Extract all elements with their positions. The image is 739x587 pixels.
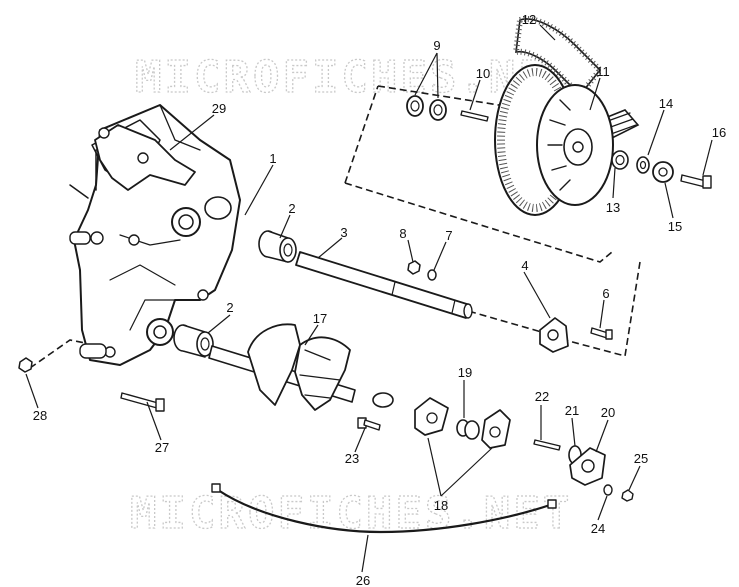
washer-9b	[429, 99, 447, 121]
callout-11: 11	[596, 64, 610, 79]
bearing-flange-4	[539, 317, 569, 353]
drive-shaft	[295, 251, 473, 319]
washer-14	[636, 156, 650, 174]
callout-4: 4	[521, 258, 528, 273]
nut-8	[407, 260, 421, 275]
callout-27: 27	[155, 440, 169, 455]
washer-15	[652, 161, 674, 183]
callout-3: 3	[340, 225, 347, 240]
bearing-lower	[173, 324, 214, 358]
nut-28	[18, 357, 33, 373]
callout-12: 12	[522, 12, 536, 27]
flange-18b	[481, 409, 511, 449]
bearing-upper	[258, 230, 297, 263]
callout-13: 13	[606, 200, 620, 215]
flange-18a	[414, 397, 449, 436]
key-22	[533, 439, 561, 451]
leader-lines	[25, 24, 713, 573]
callout-25: 25	[634, 451, 648, 466]
callout-7: 7	[445, 228, 452, 243]
callout-19: 19	[458, 365, 472, 380]
callout-8: 8	[399, 226, 406, 241]
callout-23: 23	[345, 451, 359, 466]
bolt-23	[357, 417, 381, 431]
callout-18: 18	[434, 498, 448, 513]
callout-15: 15	[668, 219, 682, 234]
callout-29: 29	[212, 101, 226, 116]
callout-24: 24	[591, 521, 605, 536]
key-10	[460, 110, 489, 122]
callout-6: 6	[602, 286, 609, 301]
bolt-16	[680, 174, 712, 189]
callout-21: 21	[565, 403, 579, 418]
washer-7	[427, 269, 437, 281]
callout-26: 26	[356, 573, 370, 587]
watermark-top: MICROFICHES.NET	[135, 52, 577, 103]
callout-10: 10	[476, 66, 490, 81]
dashed-boundary-upper	[344, 85, 613, 263]
callout-28: 28	[33, 408, 47, 423]
callout-14: 14	[659, 96, 673, 111]
spacer-13	[611, 150, 629, 170]
bearing-flange-20	[569, 447, 606, 486]
callout-1: 1	[269, 151, 276, 166]
bolt-27	[120, 392, 165, 412]
nut-25	[621, 489, 634, 502]
callout-17: 17	[313, 311, 327, 326]
callout-labels: 1 2 2 3 4 6 7 8 9 10 11 12 13 14 15 16 1…	[33, 12, 726, 587]
washer-9a	[406, 95, 424, 117]
dashed-boundary-right	[564, 261, 641, 358]
callout-2-upper: 2	[288, 201, 295, 216]
washer-24	[603, 484, 613, 496]
impeller-fan	[208, 323, 394, 411]
bolt-6	[590, 327, 613, 340]
callout-16: 16	[712, 125, 726, 140]
callout-9: 9	[433, 38, 440, 53]
cable-26	[211, 483, 557, 534]
callout-22: 22	[535, 389, 549, 404]
mounting-bracket	[94, 124, 196, 191]
driven-clutch-pulley	[494, 64, 614, 216]
callout-20: 20	[601, 405, 615, 420]
bearing-19	[456, 419, 480, 440]
callout-2-lower: 2	[226, 300, 233, 315]
